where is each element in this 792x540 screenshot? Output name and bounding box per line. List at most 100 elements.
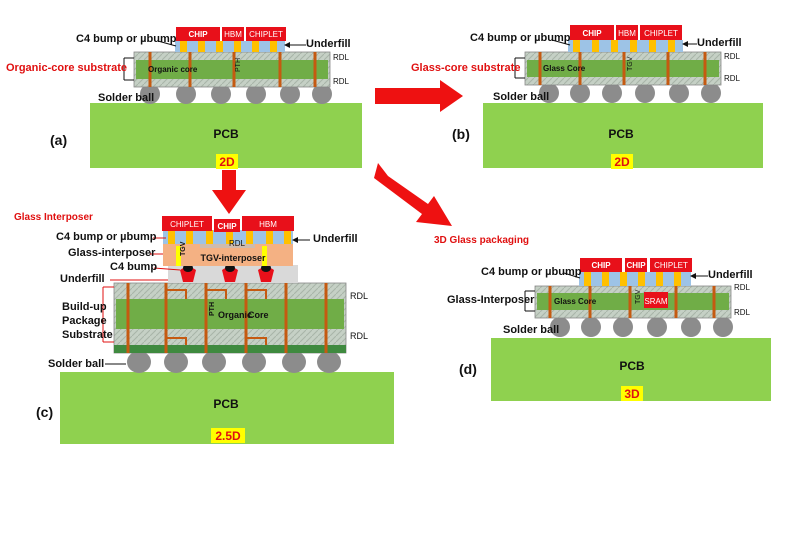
sram-die: [644, 292, 668, 308]
arrow-a-to-b: [375, 80, 463, 112]
solder-balls: [127, 351, 341, 373]
3d-glass-packaging-title: 3D Glass packaging: [434, 235, 530, 246]
svg-text:Glass Core: Glass Core: [554, 297, 597, 306]
underfill-label-b: Underfill: [697, 37, 742, 49]
chip-die-1: [580, 258, 622, 272]
chiplet-die: [246, 27, 286, 41]
badge-2d-a: [216, 154, 238, 169]
svg-text:CHIP: CHIP: [582, 29, 602, 38]
buildup-label-3: Substrate: [62, 329, 113, 341]
glass-interposer-label: Glass-interposer: [68, 247, 156, 259]
tgv-interposer: [163, 244, 293, 266]
rdl-bottom-label-b: RDL: [724, 74, 741, 83]
buildup-label-1: Build-up: [62, 301, 107, 313]
panel-letter-a: (a): [50, 132, 68, 148]
rdl-top-label-a: RDL: [333, 53, 350, 62]
organic-core-substrate-label: Organic-core substrate: [6, 62, 128, 74]
svg-text:PTH: PTH: [235, 58, 242, 72]
rdl-top-label-c: RDL: [350, 291, 369, 301]
chip-die-2: [625, 258, 647, 272]
c4-bump-label-a: C4 bump or µbump: [76, 33, 177, 45]
buildup-label-2: Package: [62, 315, 107, 327]
svg-text:HBM: HBM: [259, 220, 277, 229]
glass-core-substrate-label: Glass-core substrate: [411, 62, 521, 74]
rdl-bottom-label-c: RDL: [350, 331, 369, 341]
panel-letter-c: (c): [36, 404, 54, 420]
svg-text:Core: Core: [248, 310, 269, 320]
glass-core: [537, 293, 729, 310]
svg-text:Organic core: Organic core: [148, 65, 198, 74]
svg-text:TGV: TGV: [635, 289, 642, 304]
svg-text:2D: 2D: [219, 155, 235, 169]
svg-text:CHIPLET: CHIPLET: [644, 29, 678, 38]
underfill-layer: [175, 41, 285, 52]
chip-die: [214, 219, 240, 232]
panel-d: CHIP CHIP CHIPLET Glass Core TGV SRAM PC…: [491, 258, 771, 401]
solder-ball-label-b: Solder ball: [493, 91, 550, 103]
svg-text:CHIP: CHIP: [591, 261, 611, 270]
substrate-core: [116, 299, 344, 329]
svg-text:PCB: PCB: [213, 127, 239, 141]
panel-c: CHIPLET CHIP HBM RDL TGV-interposer TGV …: [60, 216, 394, 444]
rdl-bottom-label-a: RDL: [333, 77, 350, 86]
svg-text:CHIP: CHIP: [217, 222, 237, 231]
solder-ball-label-a: Solder ball: [98, 92, 155, 104]
panel-letter-b: (b): [452, 126, 470, 142]
badge-25d: [211, 428, 245, 443]
solder-balls: [539, 83, 721, 103]
badge-2d-b: [611, 154, 633, 169]
c4-bump-label-c: C4 bump or µbump: [56, 231, 157, 243]
underfill-label-c: Underfill: [313, 233, 358, 245]
svg-text:PCB: PCB: [619, 359, 645, 373]
solder-balls: [550, 317, 733, 337]
chip-die: [176, 27, 220, 41]
svg-text:SRAM: SRAM: [644, 297, 667, 306]
panel-a: CHIP HBM CHIPLET Organic core PTH PCB 2D: [90, 27, 362, 169]
chip-die: [570, 25, 614, 40]
svg-text:PCB: PCB: [608, 127, 634, 141]
arrow-a-to-d: [374, 163, 452, 226]
svg-text:CHIP: CHIP: [188, 30, 208, 39]
c4-bump-label-b: C4 bump or µbump: [470, 32, 571, 44]
rdl-top-label-b: RDL: [724, 52, 741, 61]
underfill-layer: [568, 40, 683, 52]
svg-text:HBM: HBM: [224, 30, 242, 39]
svg-text:PTH: PTH: [209, 302, 216, 316]
solder-ball-label-c: Solder ball: [48, 358, 105, 370]
svg-text:CHIP: CHIP: [626, 261, 646, 270]
glass-interposer-label-d: Glass-Interposer: [447, 294, 535, 306]
svg-text:2D: 2D: [614, 155, 630, 169]
svg-text:HBM: HBM: [618, 29, 636, 38]
underfill-label-a: Underfill: [306, 38, 351, 50]
panel-letter-d: (d): [459, 361, 477, 377]
hbm-die: [616, 25, 638, 40]
svg-text:CHIPLET: CHIPLET: [170, 220, 204, 229]
glass-interposer-title: Glass Interposer: [14, 212, 93, 223]
svg-text:PCB: PCB: [213, 397, 239, 411]
hbm-die: [222, 27, 244, 41]
rdl-top-label-d: RDL: [734, 283, 751, 292]
svg-text:CHIPLET: CHIPLET: [654, 261, 688, 270]
svg-text:3D: 3D: [624, 387, 640, 401]
rdl-bottom-label-d: RDL: [734, 308, 751, 317]
svg-text:CHIPLET: CHIPLET: [249, 30, 283, 39]
svg-text:Organic: Organic: [218, 310, 252, 320]
badge-3d: [621, 386, 643, 401]
svg-text:TGV: TGV: [627, 56, 634, 71]
svg-text:TGV-interposer: TGV-interposer: [200, 253, 266, 263]
chiplet-die: [162, 216, 212, 231]
chiplet-die: [640, 25, 682, 40]
c4-bump-label-c2: C4 bump: [110, 261, 158, 273]
svg-text:TGV: TGV: [180, 241, 187, 256]
chiplet-die: [650, 258, 692, 272]
hbm-die: [242, 216, 294, 231]
svg-text:2.5D: 2.5D: [215, 429, 241, 443]
panel-b: CHIP HBM CHIPLET Glass Core TGV PCB 2D: [483, 25, 763, 169]
solder-balls: [140, 84, 332, 104]
c4-bump-label-d: C4 bump or µbump: [481, 266, 582, 278]
svg-text:RDL: RDL: [229, 239, 246, 248]
svg-text:Glass Core: Glass Core: [543, 64, 586, 73]
underfill-label-c-left: Underfill: [60, 273, 105, 285]
arrow-a-to-c: [212, 170, 246, 214]
